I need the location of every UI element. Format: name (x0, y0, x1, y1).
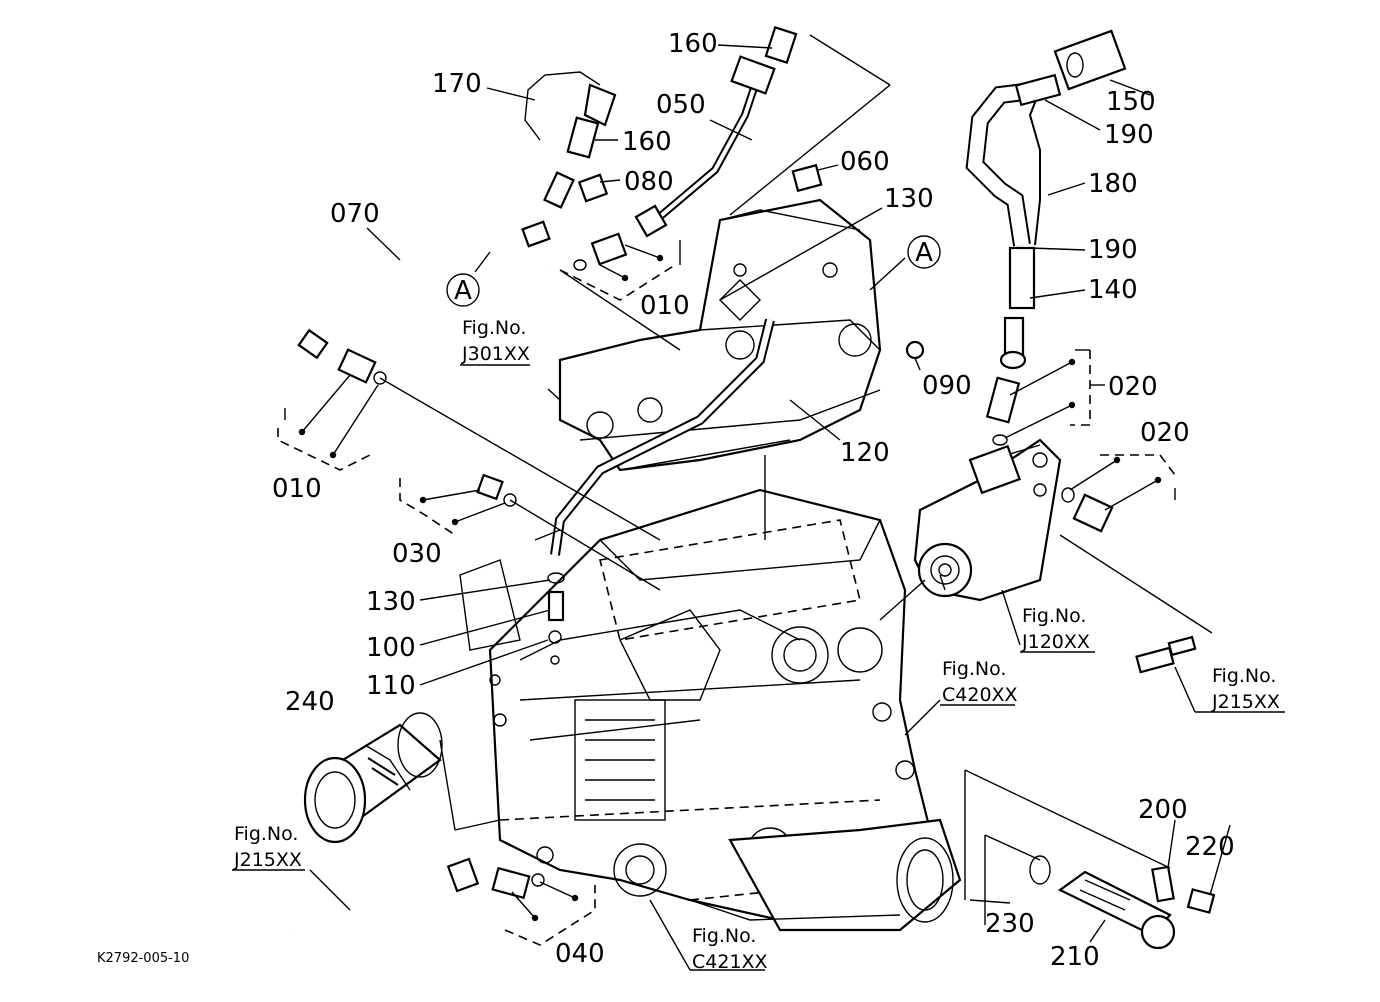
figref-j215-right-code: J215XX (1211, 691, 1280, 713)
callout-240: 240 (285, 687, 335, 717)
callout-080: 080 (624, 167, 674, 197)
pipe-j215-left (289, 853, 480, 932)
fitting-020 (985, 376, 1114, 533)
figref-j120-code: J120XX (1021, 631, 1090, 653)
figref-j215-left-label: Fig.No. (234, 823, 298, 845)
hydraulic-pump (913, 438, 1062, 602)
figure-references: Fig.No. J301XX Fig.No. J120XX Fig.No. C4… (233, 317, 1280, 973)
callout-190-b: 190 (1088, 235, 1138, 265)
callout-180: 180 (1088, 169, 1138, 199)
fitting-010-left (337, 348, 387, 385)
switch-170 (524, 71, 617, 159)
fitting-080 (543, 171, 609, 209)
callout-110: 110 (366, 671, 416, 701)
leader-lines (232, 34, 1285, 971)
coupler-150 (1053, 29, 1127, 91)
figref-j301-label: Fig.No. (462, 317, 526, 339)
marker-a-right-label: A (915, 238, 933, 268)
callout-210: 210 (1050, 942, 1100, 972)
callout-040: 040 (555, 939, 605, 969)
bracket-200 (1151, 865, 1175, 903)
bracket-020-right (1069, 454, 1176, 511)
callout-060: 060 (840, 147, 890, 177)
callout-070: 070 (330, 199, 380, 229)
figref-j120-label: Fig.No. (1022, 605, 1086, 627)
fitting-160-top (764, 25, 798, 65)
figref-c420-label: Fig.No. (942, 658, 1006, 680)
callout-050: 050 (656, 90, 706, 120)
figref-c420-code: C420XX (942, 684, 1018, 706)
callout-130-a: 130 (884, 184, 934, 214)
callout-230: 230 (985, 909, 1035, 939)
marker-a-left: A (446, 273, 480, 307)
figref-j215-right-label: Fig.No. (1212, 665, 1276, 687)
callout-160-a: 160 (622, 127, 672, 157)
rear-housing (689, 818, 962, 932)
figref-c421-label: Fig.No. (692, 925, 756, 947)
fitting-j215-right (1135, 635, 1197, 674)
callout-220: 220 (1185, 832, 1235, 862)
callout-190-a: 190 (1104, 120, 1154, 150)
callout-120: 120 (840, 438, 890, 468)
fitting-090 (905, 340, 925, 360)
callout-020-a: 020 (1108, 372, 1158, 402)
pipe-050 (634, 55, 776, 238)
callout-150: 150 (1106, 87, 1156, 117)
fitting-100-110-130 (547, 572, 565, 665)
bracket-010-top (559, 240, 681, 301)
bracket-020-top (1004, 349, 1105, 439)
bolt-220 (1186, 888, 1216, 914)
callout-010-b: 010 (272, 474, 322, 504)
diagram-code: K2792-005-10 (97, 951, 189, 966)
callout-170: 170 (432, 69, 482, 99)
callout-labels: 170 160 050 160 080 070 060 130 010 090 … (272, 29, 1235, 972)
hose-180 (965, 73, 1062, 370)
strainer-210 (1057, 870, 1176, 950)
callout-020-b: 020 (1140, 418, 1190, 448)
callout-010-a: 010 (640, 291, 690, 321)
bracket-010-left (277, 374, 379, 471)
fitting-060 (791, 163, 823, 193)
callout-030: 030 (392, 539, 442, 569)
upper-valve-body (558, 198, 882, 472)
fitting-040 (491, 866, 545, 900)
marker-a-right: A (907, 235, 941, 269)
callout-200: 200 (1138, 795, 1188, 825)
figref-j215-left-code: J215XX (233, 849, 302, 871)
callout-090: 090 (922, 371, 972, 401)
callout-100: 100 (366, 633, 416, 663)
callout-130-b: 130 (366, 587, 416, 617)
oil-filter (303, 712, 443, 844)
gasket-230 (1029, 855, 1051, 885)
figref-c421-code: C421XX (692, 951, 768, 973)
callout-160-b: 160 (668, 29, 718, 59)
pipe-070 (297, 220, 552, 360)
bracket-030 (399, 478, 506, 536)
figref-j301-code: J301XX (461, 343, 530, 365)
marker-a-left-label: A (454, 276, 472, 306)
fitting-030 (476, 473, 517, 507)
bracket-040 (504, 881, 596, 946)
callout-140: 140 (1088, 275, 1138, 305)
hose-120 (550, 318, 775, 556)
fitting-010-top (573, 232, 628, 271)
